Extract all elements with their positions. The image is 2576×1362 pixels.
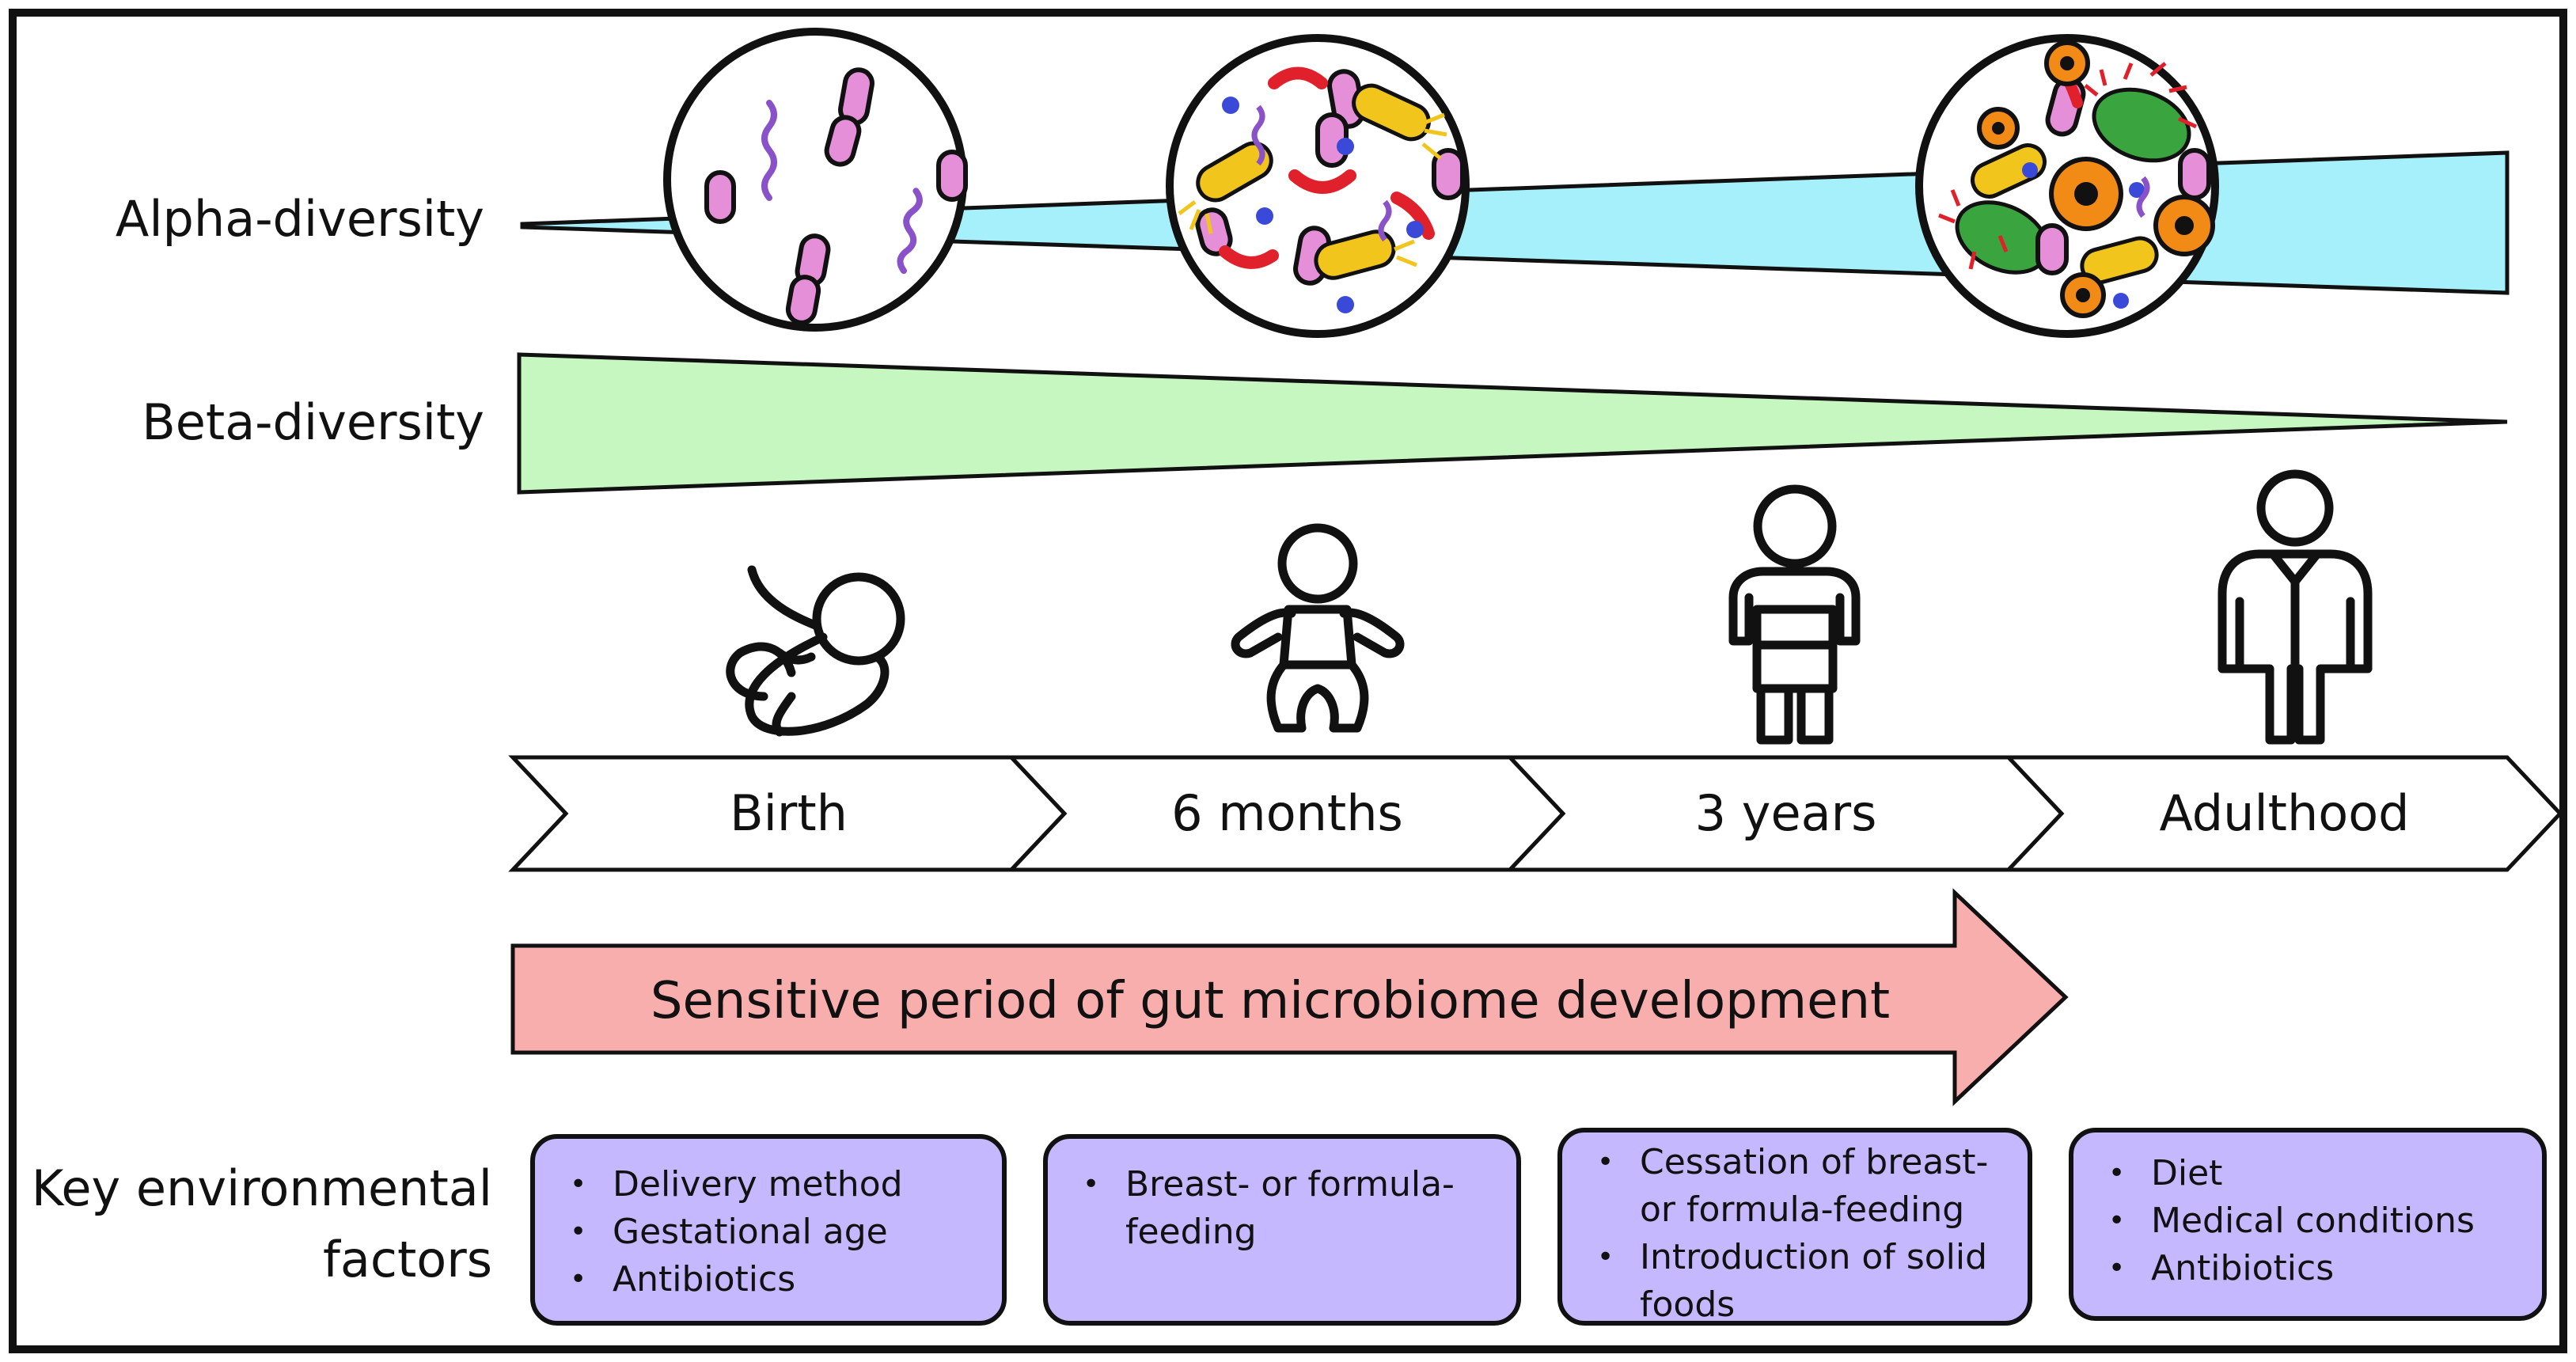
stage-label-3-years: 3 years (1694, 783, 1877, 842)
stage-label-birth: Birth (730, 783, 848, 842)
microbiome-circle-adult (1915, 34, 2219, 338)
adult-icon (2217, 469, 2373, 745)
factor-item: Delivery method (570, 1161, 978, 1208)
factor-item: Cessation of breast- or formula-feeding (1597, 1139, 2004, 1234)
factor-list-adulthood: Diet Medical conditions Antibiotics (2105, 1150, 2518, 1292)
microbiome-circle-birth (663, 28, 968, 332)
factor-item: Antibiotics (2108, 1245, 2518, 1292)
factor-list-6-months: Breast- or formula- feeding (1079, 1161, 1493, 1256)
factor-item: Introduction of solid foods (1597, 1234, 2004, 1329)
alpha-diversity-label: Alpha-diversity (115, 190, 484, 248)
microbiome-circle-6-months (1166, 34, 1470, 338)
key-factors-label-line2: factors (323, 1231, 492, 1288)
factor-item: Antibiotics (570, 1256, 978, 1303)
fetus-icon (726, 565, 905, 737)
key-factors-label-line1: Key environmental (31, 1159, 492, 1217)
outer-frame (9, 9, 2567, 1353)
factor-box-birth: Delivery method Gestational age Antibiot… (530, 1134, 1007, 1326)
factor-box-adulthood: Diet Medical conditions Antibiotics (2069, 1128, 2547, 1321)
stage-label-adulthood: Adulthood (2159, 783, 2410, 842)
factor-item: Medical conditions (2108, 1197, 2518, 1245)
chevron-adulthood (2004, 755, 2563, 872)
timeline (508, 755, 2563, 872)
beta-diversity-wedge (517, 352, 2508, 495)
factor-item: Diet (2108, 1150, 2518, 1197)
factor-item: Breast- or formula- feeding (1083, 1161, 1493, 1256)
factor-box-3-years: Cessation of breast- or formula-feeding … (1557, 1128, 2032, 1326)
factor-list-birth: Delivery method Gestational age Antibiot… (567, 1161, 978, 1303)
beta-diversity-label: Beta-diversity (142, 393, 484, 451)
stage-label-6-months: 6 months (1171, 783, 1403, 842)
factor-box-6-months: Breast- or formula- feeding (1043, 1134, 1521, 1326)
factor-item: Gestational age (570, 1208, 978, 1256)
toddler-icon (1728, 484, 1861, 745)
factor-list-3-years: Cessation of breast- or formula-feeding … (1594, 1139, 2004, 1329)
sensitive-period-label: Sensitive period of gut microbiome devel… (650, 972, 1891, 1030)
baby-icon (1231, 523, 1405, 733)
sensitive-period-arrow (510, 888, 2069, 1106)
